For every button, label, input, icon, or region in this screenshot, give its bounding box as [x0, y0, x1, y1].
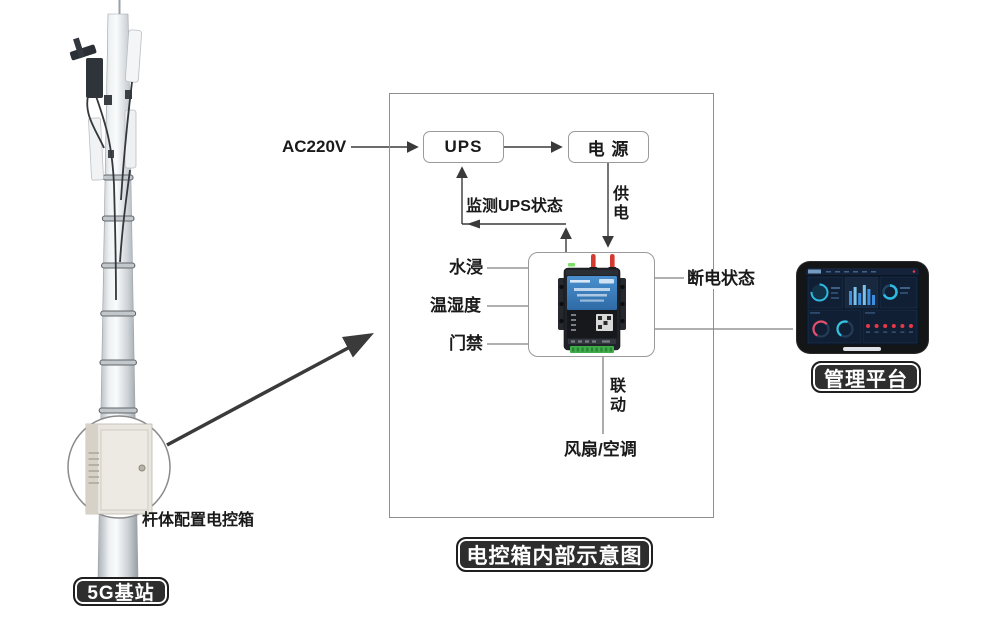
sensor-label-door: 门禁 — [449, 334, 483, 353]
box-callout-label: 杆体配置电控箱 — [142, 512, 255, 529]
dial-gauges-panel — [807, 309, 862, 344]
ups-node: UPS — [423, 131, 504, 163]
dtu-device-icon — [558, 254, 626, 353]
schematic-caption-badge: 电控箱内部示意图 — [456, 537, 653, 572]
schematic-frame — [389, 93, 714, 518]
dashboard-screen — [806, 268, 919, 345]
tower-illustration — [67, 0, 171, 579]
tower-collars — [98, 174, 138, 414]
device-label-text — [570, 279, 614, 302]
device-led-column — [571, 314, 576, 331]
antenna-cluster-icon — [69, 29, 142, 301]
tablet-homebar — [843, 347, 881, 351]
box-lock-icon — [138, 464, 146, 472]
management-tablet — [797, 262, 928, 353]
qr-code-icon — [596, 314, 613, 331]
alarm-dots-panel — [862, 309, 918, 344]
sensor-label-water: 水浸 — [449, 258, 483, 277]
device-led-icon — [568, 263, 575, 267]
power-supply-node: 电 源 — [568, 131, 649, 163]
power-off-status-label: 断电状态 — [684, 269, 758, 289]
dashboard-ui — [806, 268, 919, 345]
supply-label: 供电 — [613, 186, 630, 223]
ac-input-label: AC220V — [282, 137, 347, 156]
tower-badge: 5G基站 — [73, 577, 169, 606]
dtu-device-panel — [528, 252, 655, 357]
electric-control-box-icon — [85, 423, 153, 515]
sensor-label-temp-humidity: 温湿度 — [430, 296, 481, 315]
control-box-callout-circle — [67, 415, 171, 519]
donut-gauge-panel — [879, 276, 918, 309]
platform-badge: 管理平台 — [811, 361, 921, 393]
linkage-label: 联动 — [610, 378, 627, 415]
bar-chart-panel — [844, 276, 879, 309]
terminal-block-icon — [570, 346, 614, 353]
fan-ac-label: 风扇/空调 — [564, 440, 637, 459]
monitor-ups-label: 监测UPS状态 — [466, 198, 563, 215]
ring-gauge-panel — [807, 276, 844, 309]
antenna-cables — [86, 81, 133, 301]
